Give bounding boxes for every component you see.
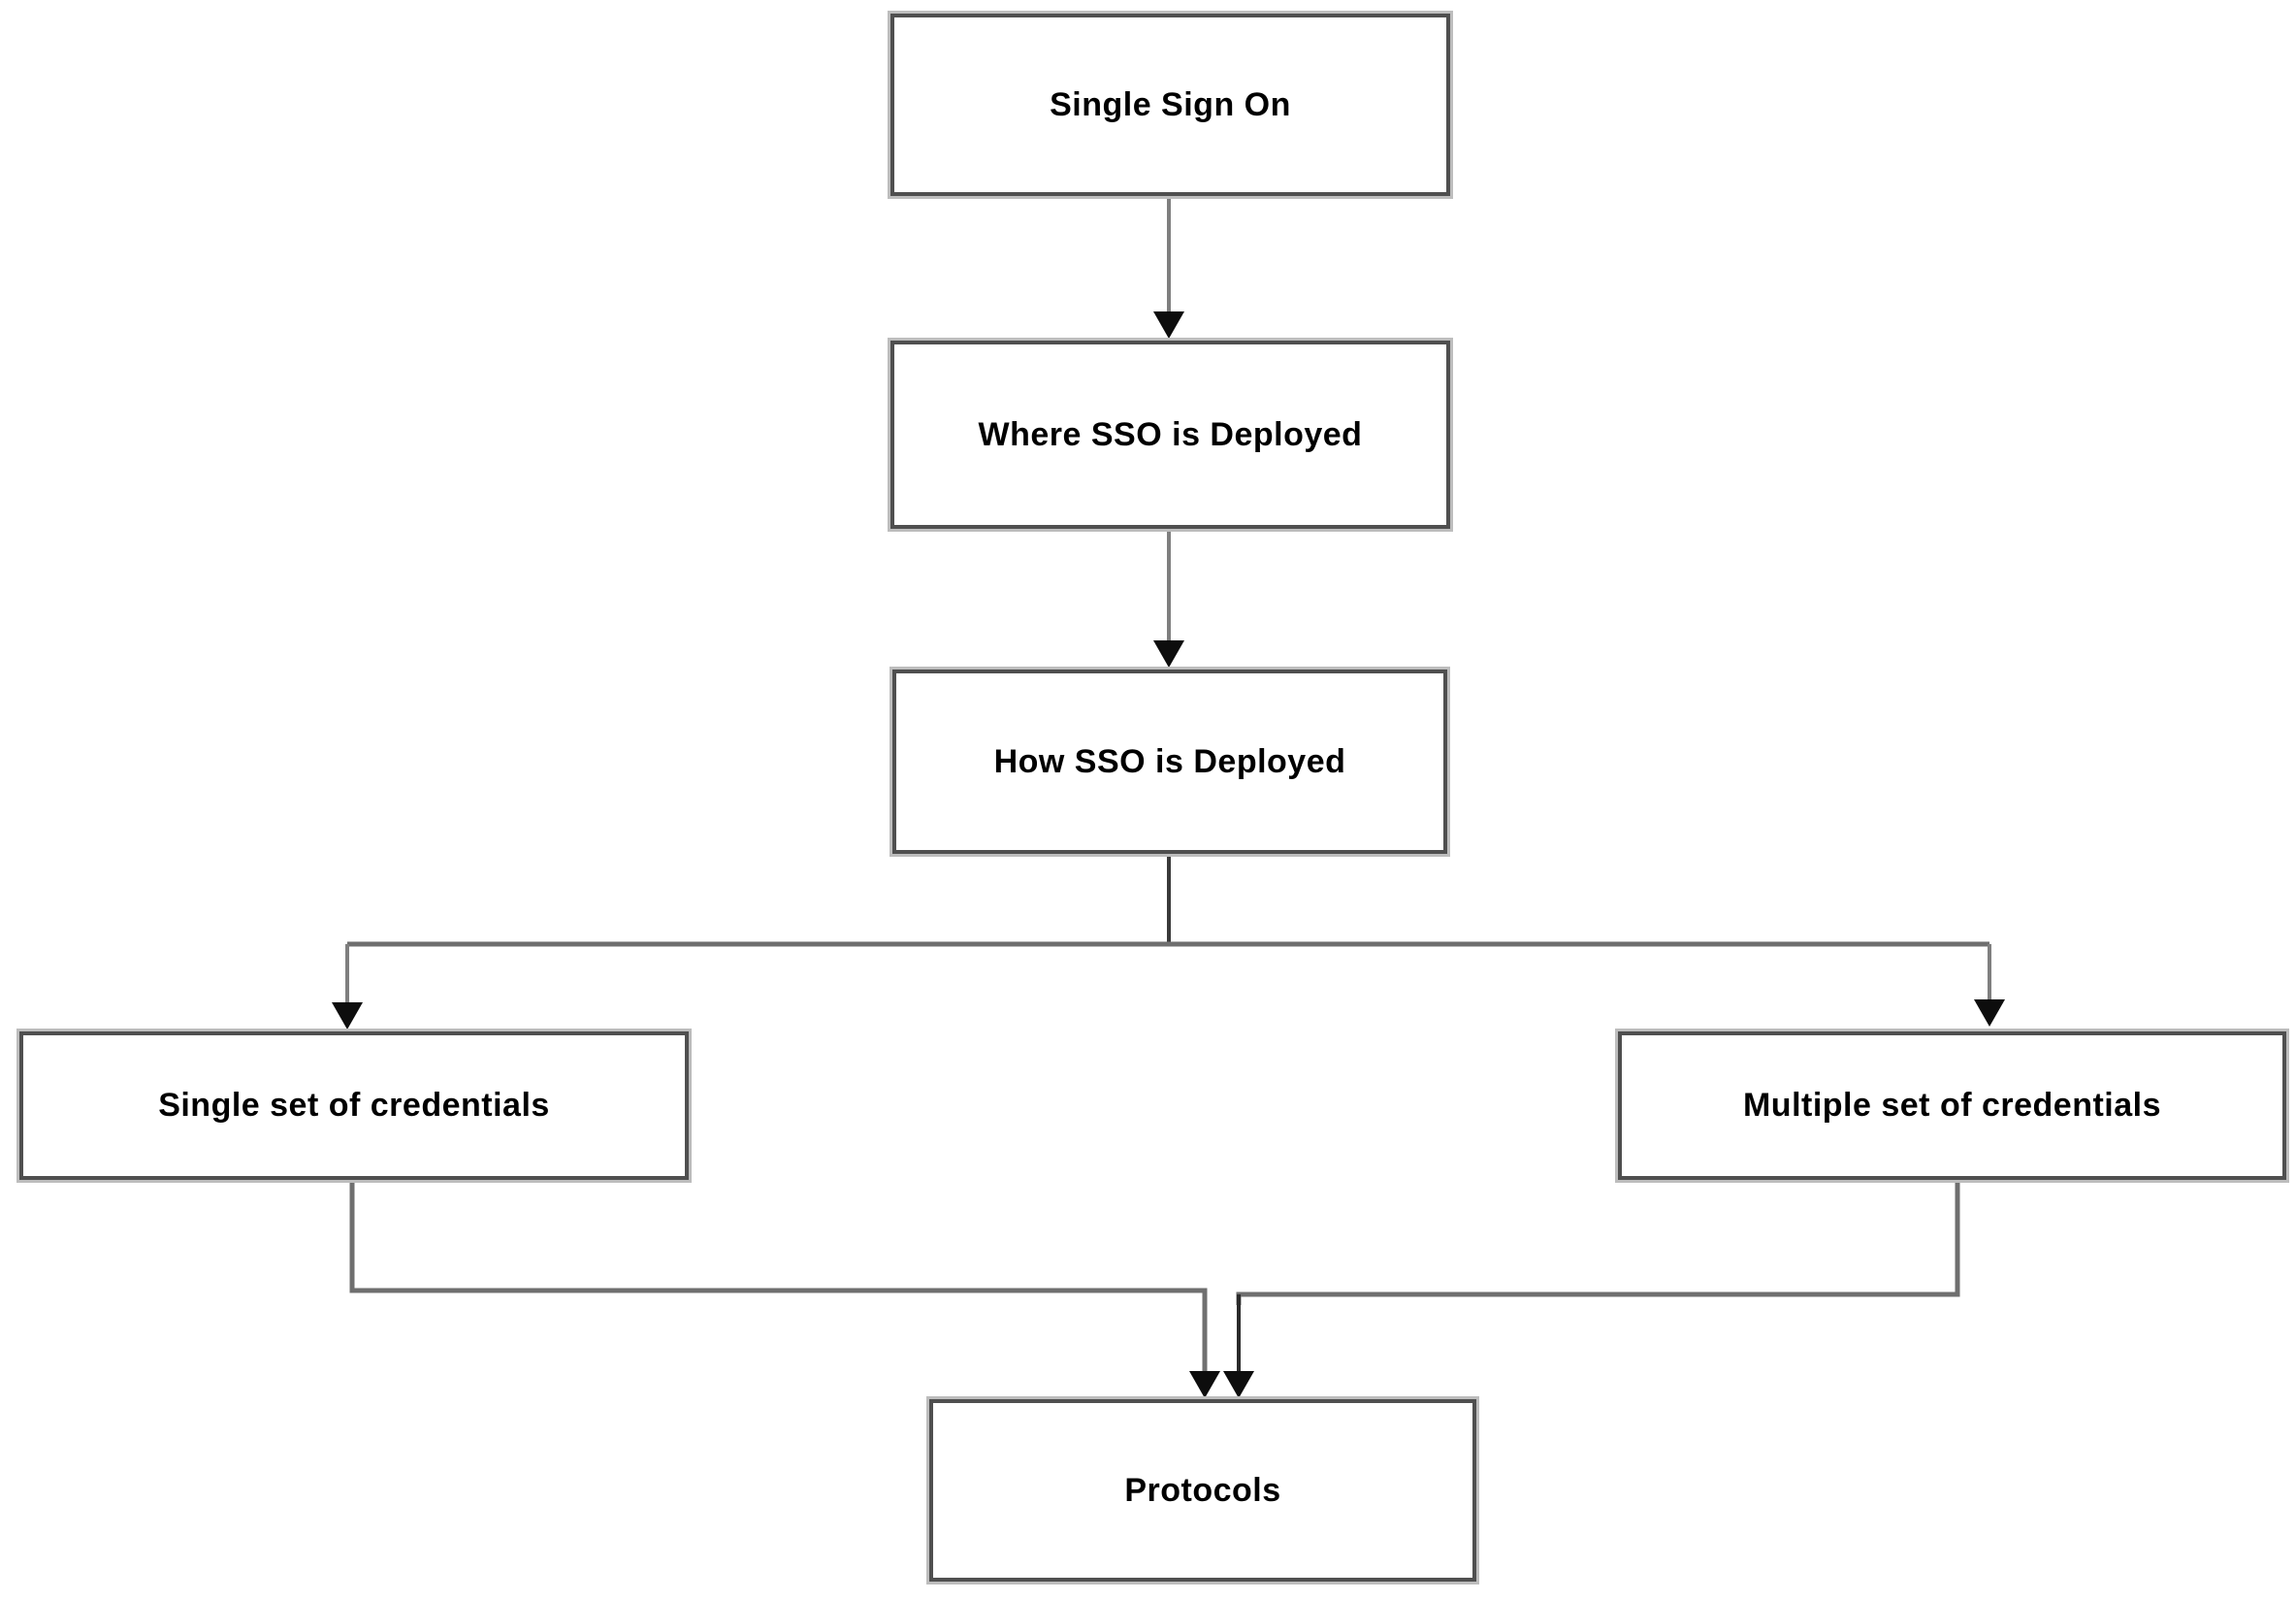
arrowhead-icon	[1153, 311, 1184, 339]
edge-where-to-how	[1153, 531, 1184, 668]
node-how-sso-is-deployed: How SSO is Deployed	[892, 670, 1447, 854]
arrowhead-icon	[1223, 1371, 1254, 1398]
arrowhead-icon	[1189, 1371, 1220, 1398]
edge-multiple-to-protocols	[1223, 1182, 1960, 1398]
edge-sso-to-where	[1153, 198, 1184, 339]
arrowhead-icon	[1974, 999, 2005, 1027]
arrowhead-icon	[1153, 640, 1184, 668]
node-protocols: Protocols	[929, 1399, 1476, 1582]
arrowhead-icon	[332, 1002, 363, 1029]
node-label: Single set of credentials	[158, 1087, 550, 1124]
node-multiple-set-of-credentials: Multiple set of credentials	[1618, 1031, 2286, 1180]
node-where-sso-is-deployed: Where SSO is Deployed	[890, 341, 1450, 529]
node-label: Single Sign On	[1050, 85, 1291, 123]
node-label: Protocols	[1124, 1471, 1281, 1509]
edge-how-to-multiple	[1974, 944, 2005, 1027]
edge-how-to-single	[332, 944, 363, 1029]
node-label: Multiple set of credentials	[1742, 1087, 2162, 1124]
node-single-sign-on: Single Sign On	[890, 14, 1450, 196]
edge-how-branch-rail	[347, 856, 1989, 947]
node-label: Where SSO is Deployed	[978, 415, 1363, 453]
node-single-set-of-credentials: Single set of credentials	[19, 1031, 689, 1180]
node-label: How SSO is Deployed	[993, 742, 1346, 780]
edge-single-to-protocols	[349, 1182, 1220, 1398]
